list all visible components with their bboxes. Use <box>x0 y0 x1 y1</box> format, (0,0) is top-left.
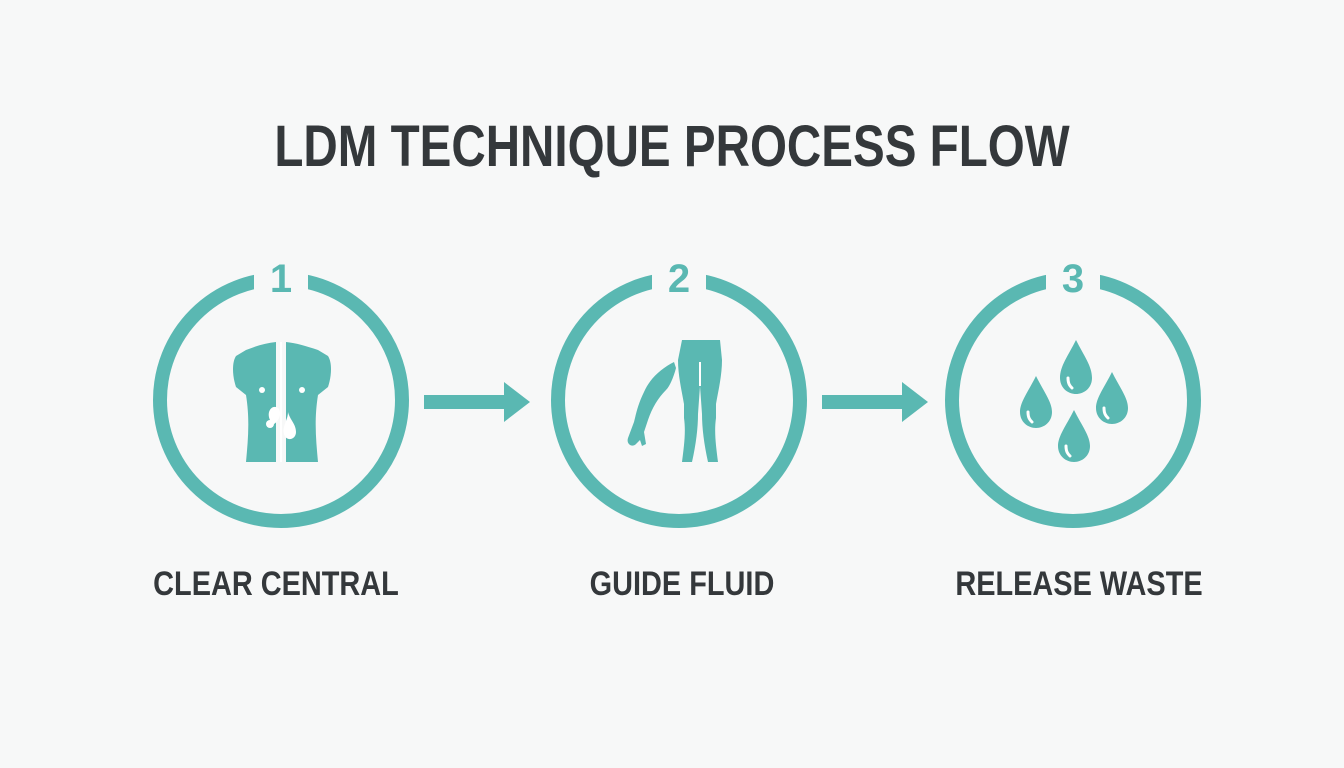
step-3-ring <box>945 272 1201 528</box>
step-2-label: GUIDE FLUID <box>589 565 775 603</box>
limbs-icon <box>627 340 722 462</box>
step-3-label: RELEASE WASTE <box>955 565 1203 603</box>
step-2-number-gap <box>652 264 706 298</box>
step-1-number: 1 <box>270 257 292 301</box>
torso-icon <box>233 342 331 462</box>
step-1-label: CLEAR CENTRAL <box>153 565 399 603</box>
droplets-icon <box>1020 340 1128 462</box>
step-2-number: 2 <box>668 257 690 301</box>
step-3-number-gap <box>1046 264 1100 298</box>
step-2: 2 <box>551 257 807 528</box>
step-3: 3 <box>945 257 1201 528</box>
step-1-number-gap <box>254 264 308 298</box>
arrow-2-to-3 <box>822 382 928 422</box>
step-3-number: 3 <box>1062 257 1084 301</box>
page-title: LDM TECHNIQUE PROCESS FLOW <box>274 114 1070 179</box>
arrow-1-to-2 <box>424 382 530 422</box>
step-2-ring <box>551 272 807 528</box>
step-1: 1 <box>153 257 409 528</box>
